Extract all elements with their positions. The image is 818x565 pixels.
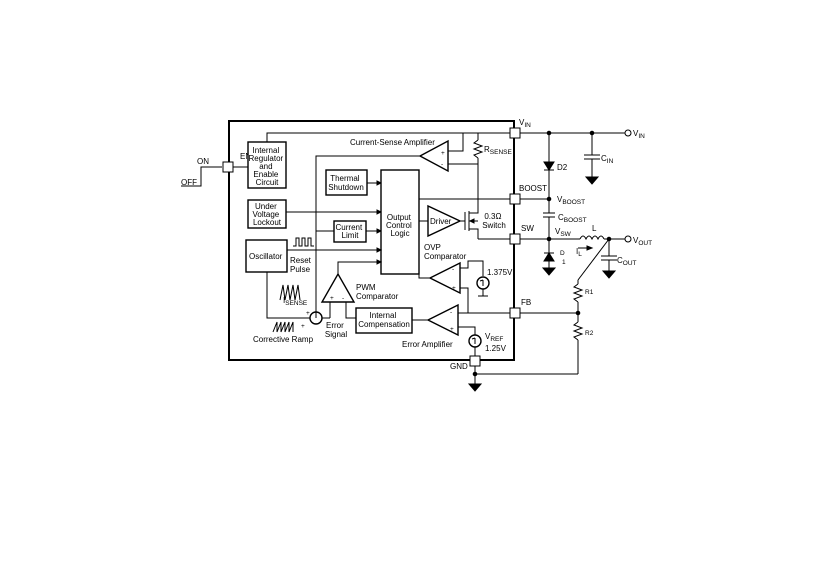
svg-text:+: +: [450, 326, 454, 333]
pwm-comparator: [320, 272, 356, 303]
error-amplifier: [426, 303, 459, 337]
error-amplifier-label: Error Amplifier: [402, 340, 453, 349]
boost-pin: [509, 193, 521, 205]
regulator-label: Internal Regulator and Enable Circuit: [249, 146, 286, 187]
reset-pulse-label: Reset Pulse: [290, 256, 313, 274]
uvlo-block: [247, 199, 287, 229]
svg-text:+: +: [301, 323, 305, 330]
internal-regulator-block: [247, 141, 287, 189]
vref-value: 1.25V: [485, 344, 507, 353]
oscillator-block: [245, 239, 288, 273]
fb-pin-label: FB: [521, 298, 531, 307]
svg-text:-: -: [450, 309, 452, 316]
fb-pin: [509, 307, 521, 319]
vin-pin-label: VIN: [519, 118, 531, 129]
vref-label: VREF: [485, 332, 503, 343]
uvlo-label: Under Voltage Lockout: [253, 202, 282, 227]
ovp-reference-label: 1.375V: [487, 268, 513, 277]
rsense-resistor: [472, 133, 484, 205]
vout-label: VOUT: [633, 236, 652, 247]
d1-diode: [541, 239, 557, 276]
r1-resistor: [572, 280, 584, 322]
current-sense-amplifier: [418, 139, 449, 173]
d1-label: D 1: [560, 250, 567, 266]
isense-label: ISENSE: [283, 296, 308, 307]
svg-text:+: +: [330, 295, 334, 302]
vboost-label: VBOOST: [557, 195, 585, 206]
svg-text:+: +: [306, 310, 310, 317]
compensation-label: Internal Compensation: [358, 311, 410, 329]
current-limit-label: Current Limit: [336, 223, 365, 240]
thermal-shutdown-block: [325, 169, 368, 196]
d2-label: D2: [557, 163, 568, 172]
driver-label: Driver: [430, 217, 452, 226]
output-control-logic-block: [380, 169, 420, 275]
isense-waveform: [279, 284, 301, 301]
internal-compensation-block: [355, 307, 413, 334]
switch-label: 0.3Ω Switch: [482, 212, 506, 230]
svg-text:+: +: [452, 285, 456, 292]
sw-pin: [509, 233, 521, 245]
on-label: ON: [197, 157, 209, 166]
il-label: IL: [576, 247, 582, 258]
d2-diode: [543, 133, 555, 213]
svg-text:+: +: [441, 150, 445, 157]
ovp-comparator: [428, 261, 461, 295]
sw-pin-label: SW: [521, 224, 534, 233]
gnd-pin: [469, 355, 481, 367]
en-switch: ON OFF: [181, 157, 222, 187]
en-pin: [222, 161, 234, 173]
cboost-label: CBOOST: [558, 213, 587, 224]
oscillator-label: Oscillator: [249, 252, 283, 261]
error-signal-label: Error Signal: [325, 321, 347, 339]
thermal-label: Thermal Shutdown: [328, 174, 364, 192]
vin-pin: [509, 127, 521, 139]
inductor-label: L: [592, 224, 597, 233]
corrective-ramp-waveform: [272, 321, 294, 333]
cout-label: COUT: [617, 256, 637, 267]
boost-pin-label: BOOST: [519, 184, 547, 193]
svg-text:-: -: [452, 266, 454, 273]
off-label: OFF: [181, 178, 197, 187]
corrective-ramp-label: Corrective Ramp: [253, 335, 314, 344]
r1-label: R1: [585, 289, 594, 296]
cin-capacitor: [584, 133, 600, 185]
svg-text:-: -: [342, 295, 344, 302]
pwm-comparator-label: PWM Comparator: [356, 283, 399, 301]
power-switch: [464, 205, 479, 239]
gnd-pin-label: GND: [450, 362, 468, 371]
rsense-label: RSENSE: [484, 145, 512, 156]
svg-text:-: -: [441, 161, 443, 168]
r2-label: R2: [585, 330, 594, 337]
cout-capacitor: [601, 239, 617, 279]
cboost-capacitor: [543, 212, 555, 239]
current-sense-amplifier-label: Current-Sense Amplifier: [350, 138, 435, 147]
en-pin-label: EN: [240, 152, 251, 161]
inductor: [579, 235, 625, 241]
ovp-comparator-label: OVP Comparator: [424, 243, 467, 261]
vin-output-label: VIN: [633, 129, 645, 140]
vsw-label: VSW: [555, 227, 572, 238]
output-logic-label: Output Control Logic: [386, 213, 414, 238]
reset-pulse-waveform: [293, 237, 314, 247]
r2-resistor: [572, 321, 584, 374]
cin-label: CIN: [601, 154, 614, 165]
